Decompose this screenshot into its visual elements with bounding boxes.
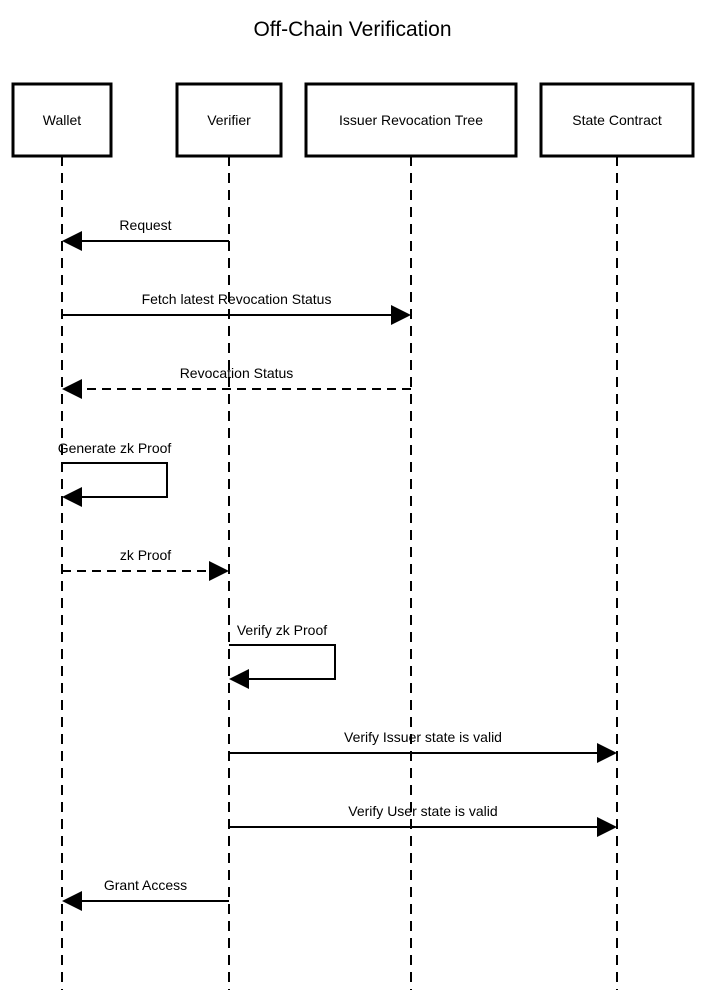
- arrowhead-icon: [62, 379, 82, 399]
- message-label: Fetch latest Revocation Status: [142, 291, 332, 307]
- participant-box-verifier: [175, 82, 283, 158]
- message-3: Revocation Status: [62, 365, 411, 399]
- arrowhead-icon: [597, 743, 617, 763]
- self-message-arrow-line: [62, 462, 168, 498]
- message-8: Verify User state is valid: [229, 803, 617, 837]
- arrowhead-icon: [229, 669, 249, 689]
- diagram-title: Off-Chain Verification: [253, 18, 452, 41]
- participant-label-wallet: Wallet: [43, 112, 81, 128]
- participant-label-state: State Contract: [572, 112, 662, 128]
- message-label: Revocation Status: [180, 365, 294, 381]
- message-2: Fetch latest Revocation Status: [62, 291, 411, 325]
- message-label: Grant Access: [104, 877, 187, 893]
- participant-label-verifier: Verifier: [207, 112, 251, 128]
- message-label: Request: [119, 217, 171, 233]
- arrowhead-icon: [391, 305, 411, 325]
- arrowhead-icon: [62, 891, 82, 911]
- arrowhead-icon: [209, 561, 229, 581]
- message-5: zk Proof: [62, 547, 229, 581]
- participant-label-tree: Issuer Revocation Tree: [339, 112, 483, 128]
- participant-box-state: [539, 82, 695, 158]
- message-label: zk Proof: [120, 547, 171, 563]
- message-9: Grant Access: [62, 877, 229, 911]
- participant-box-tree: [304, 82, 518, 158]
- message-7: Verify Issuer state is valid: [229, 729, 617, 763]
- message-label: Generate zk Proof: [58, 440, 172, 456]
- message-label: Verify Issuer state is valid: [344, 729, 502, 745]
- message-4: Generate zk Proof: [58, 440, 172, 507]
- message-label: Verify zk Proof: [237, 622, 327, 638]
- arrowhead-icon: [597, 817, 617, 837]
- message-label: Verify User state is valid: [348, 803, 497, 819]
- arrowhead-icon: [62, 231, 82, 251]
- message-6: Verify zk Proof: [229, 622, 336, 689]
- arrowhead-icon: [62, 487, 82, 507]
- message-1: Request: [62, 217, 229, 251]
- self-message-arrow-line: [229, 644, 336, 680]
- participant-box-wallet: [11, 82, 113, 158]
